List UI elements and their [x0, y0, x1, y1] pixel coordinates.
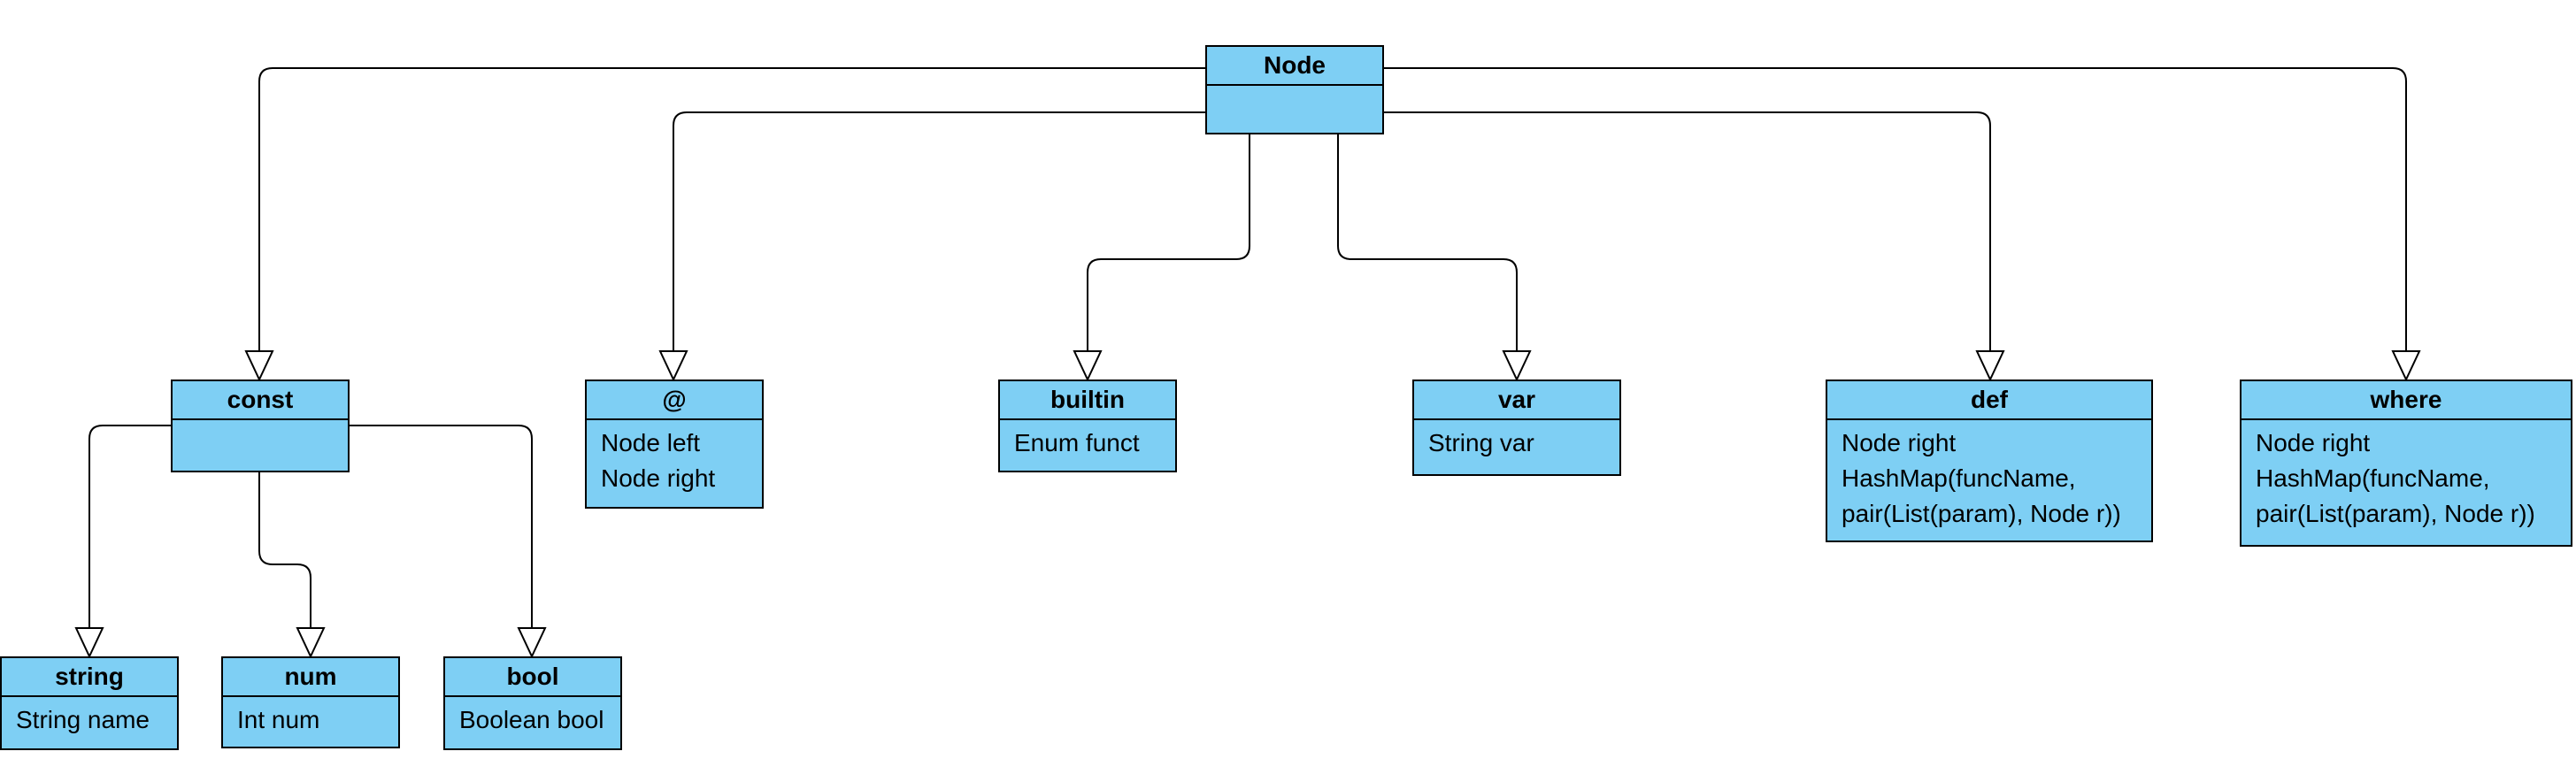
- attribute: HashMap(funcName,: [2256, 464, 2490, 492]
- class-bool[interactable]: bool Boolean bool: [443, 656, 622, 750]
- class-where[interactable]: where Node right HashMap(funcName, pair(…: [2240, 380, 2572, 547]
- class-at[interactable]: @ Node left Node right: [585, 380, 764, 509]
- class-const[interactable]: const: [171, 380, 350, 472]
- class-builtin[interactable]: builtin Enum funct: [998, 380, 1177, 472]
- class-var[interactable]: var String var: [1412, 380, 1621, 476]
- attribute: Enum funct: [1014, 429, 1140, 456]
- attribute: Node left: [601, 429, 701, 456]
- class-where-attributes: Node right HashMap(funcName, pair(List(p…: [2242, 420, 2571, 532]
- arrowhead-num: [296, 627, 326, 659]
- arrowhead-def: [1975, 350, 2005, 382]
- arrowhead-bool: [517, 627, 547, 659]
- attribute: Node right: [1842, 429, 1957, 456]
- class-node-name: Node: [1207, 47, 1382, 86]
- class-num-name: num: [223, 658, 398, 697]
- edge-var-to-node: [1337, 134, 1518, 351]
- class-node-attributes: [1207, 86, 1382, 91]
- attribute: Boolean bool: [459, 706, 604, 733]
- edge-num-to-const: [258, 472, 311, 628]
- class-string[interactable]: string String name: [0, 656, 179, 750]
- class-bool-name: bool: [445, 658, 620, 697]
- class-var-name: var: [1414, 381, 1619, 420]
- edge-where-to-node: [1384, 67, 2407, 351]
- arrowhead-at: [658, 350, 688, 382]
- arrowhead-var: [1502, 350, 1532, 382]
- attribute: Node right: [2256, 429, 2371, 456]
- arrowhead-const: [244, 350, 274, 382]
- arrowhead-where: [2391, 350, 2421, 382]
- class-def-name: def: [1827, 381, 2151, 420]
- class-var-attributes: String var: [1414, 420, 1619, 461]
- arrowhead-string: [74, 627, 104, 659]
- class-num-attributes: Int num: [223, 697, 398, 738]
- edge-string-to-const: [88, 425, 171, 628]
- class-at-name: @: [587, 381, 762, 420]
- class-where-name: where: [2242, 381, 2571, 420]
- class-num[interactable]: num Int num: [221, 656, 400, 748]
- attribute: Int num: [237, 706, 320, 733]
- attribute: pair(List(param), Node r)): [1842, 500, 2121, 527]
- attribute: Node right: [601, 464, 716, 492]
- class-builtin-name: builtin: [1000, 381, 1175, 420]
- edge-builtin-to-node: [1087, 134, 1250, 351]
- attribute: HashMap(funcName,: [1842, 464, 2076, 492]
- attribute: pair(List(param), Node r)): [2256, 500, 2535, 527]
- class-const-attributes: [173, 420, 348, 426]
- attribute: String var: [1428, 429, 1534, 456]
- class-def[interactable]: def Node right HashMap(funcName, pair(Li…: [1826, 380, 2153, 542]
- edge-const-to-node: [258, 67, 1205, 351]
- class-builtin-attributes: Enum funct: [1000, 420, 1175, 461]
- edge-def-to-node: [1384, 111, 1991, 351]
- class-def-attributes: Node right HashMap(funcName, pair(List(p…: [1827, 420, 2151, 532]
- class-string-attributes: String name: [2, 697, 177, 738]
- class-node[interactable]: Node: [1205, 45, 1384, 134]
- edge-bool-to-const: [350, 425, 533, 628]
- class-const-name: const: [173, 381, 348, 420]
- attribute: String name: [16, 706, 150, 733]
- arrowhead-builtin: [1073, 350, 1103, 382]
- edge-at-to-node: [673, 111, 1205, 351]
- class-bool-attributes: Boolean bool: [445, 697, 620, 738]
- class-string-name: string: [2, 658, 177, 697]
- class-at-attributes: Node left Node right: [587, 420, 762, 496]
